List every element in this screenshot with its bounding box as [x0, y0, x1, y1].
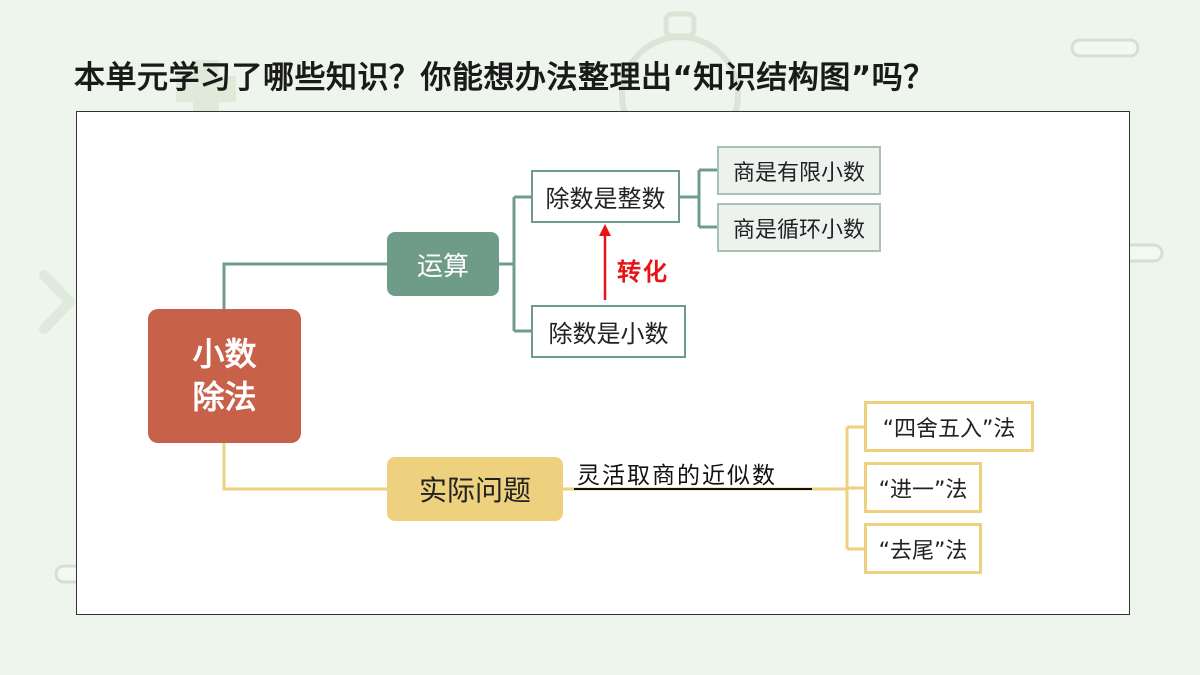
root-node-line1: 小数 — [192, 334, 257, 373]
connector-integer-leaves — [680, 168, 717, 229]
chevron-decoration — [39, 270, 75, 334]
divisor-integer-node: 除数是整数 — [531, 170, 680, 223]
mindmap-connectors — [222, 168, 864, 551]
conversion-label: 转化 — [617, 257, 669, 286]
practical-node: 实际问题 — [387, 457, 563, 521]
repeating-quotient-node: 商是循环小数 — [717, 203, 881, 252]
page-title: 本单元学习了哪些知识？你能想办法整理出“知识结构图”吗？ — [74, 60, 935, 96]
truncate-method-node: “去尾”法 — [864, 523, 982, 574]
divisor-decimal-node: 除数是小数 — [531, 305, 686, 358]
connector-root-operation — [222, 262, 387, 309]
conversion-arrow-head — [599, 224, 611, 236]
connector-operation-split — [499, 195, 531, 333]
operation-node: 运算 — [387, 232, 499, 296]
root-node: 小数 除法 — [148, 309, 301, 443]
mindmap-board: 小数 除法 运算 除数是整数 除数是小数 商是有限小数 商是循环小数 转化 实际… — [76, 111, 1130, 615]
pill-decoration — [1070, 38, 1140, 58]
round-up-method-node: “进一”法 — [864, 462, 982, 513]
finite-quotient-node: 商是有限小数 — [717, 146, 881, 195]
stopwatch-knob-decoration — [663, 11, 697, 39]
approx-edge-label: 灵活取商的近似数 — [577, 463, 777, 489]
root-node-line2: 除法 — [192, 378, 257, 416]
rounding-method-node: “四舍五入”法 — [864, 401, 1034, 452]
connector-root-practical — [222, 443, 387, 491]
